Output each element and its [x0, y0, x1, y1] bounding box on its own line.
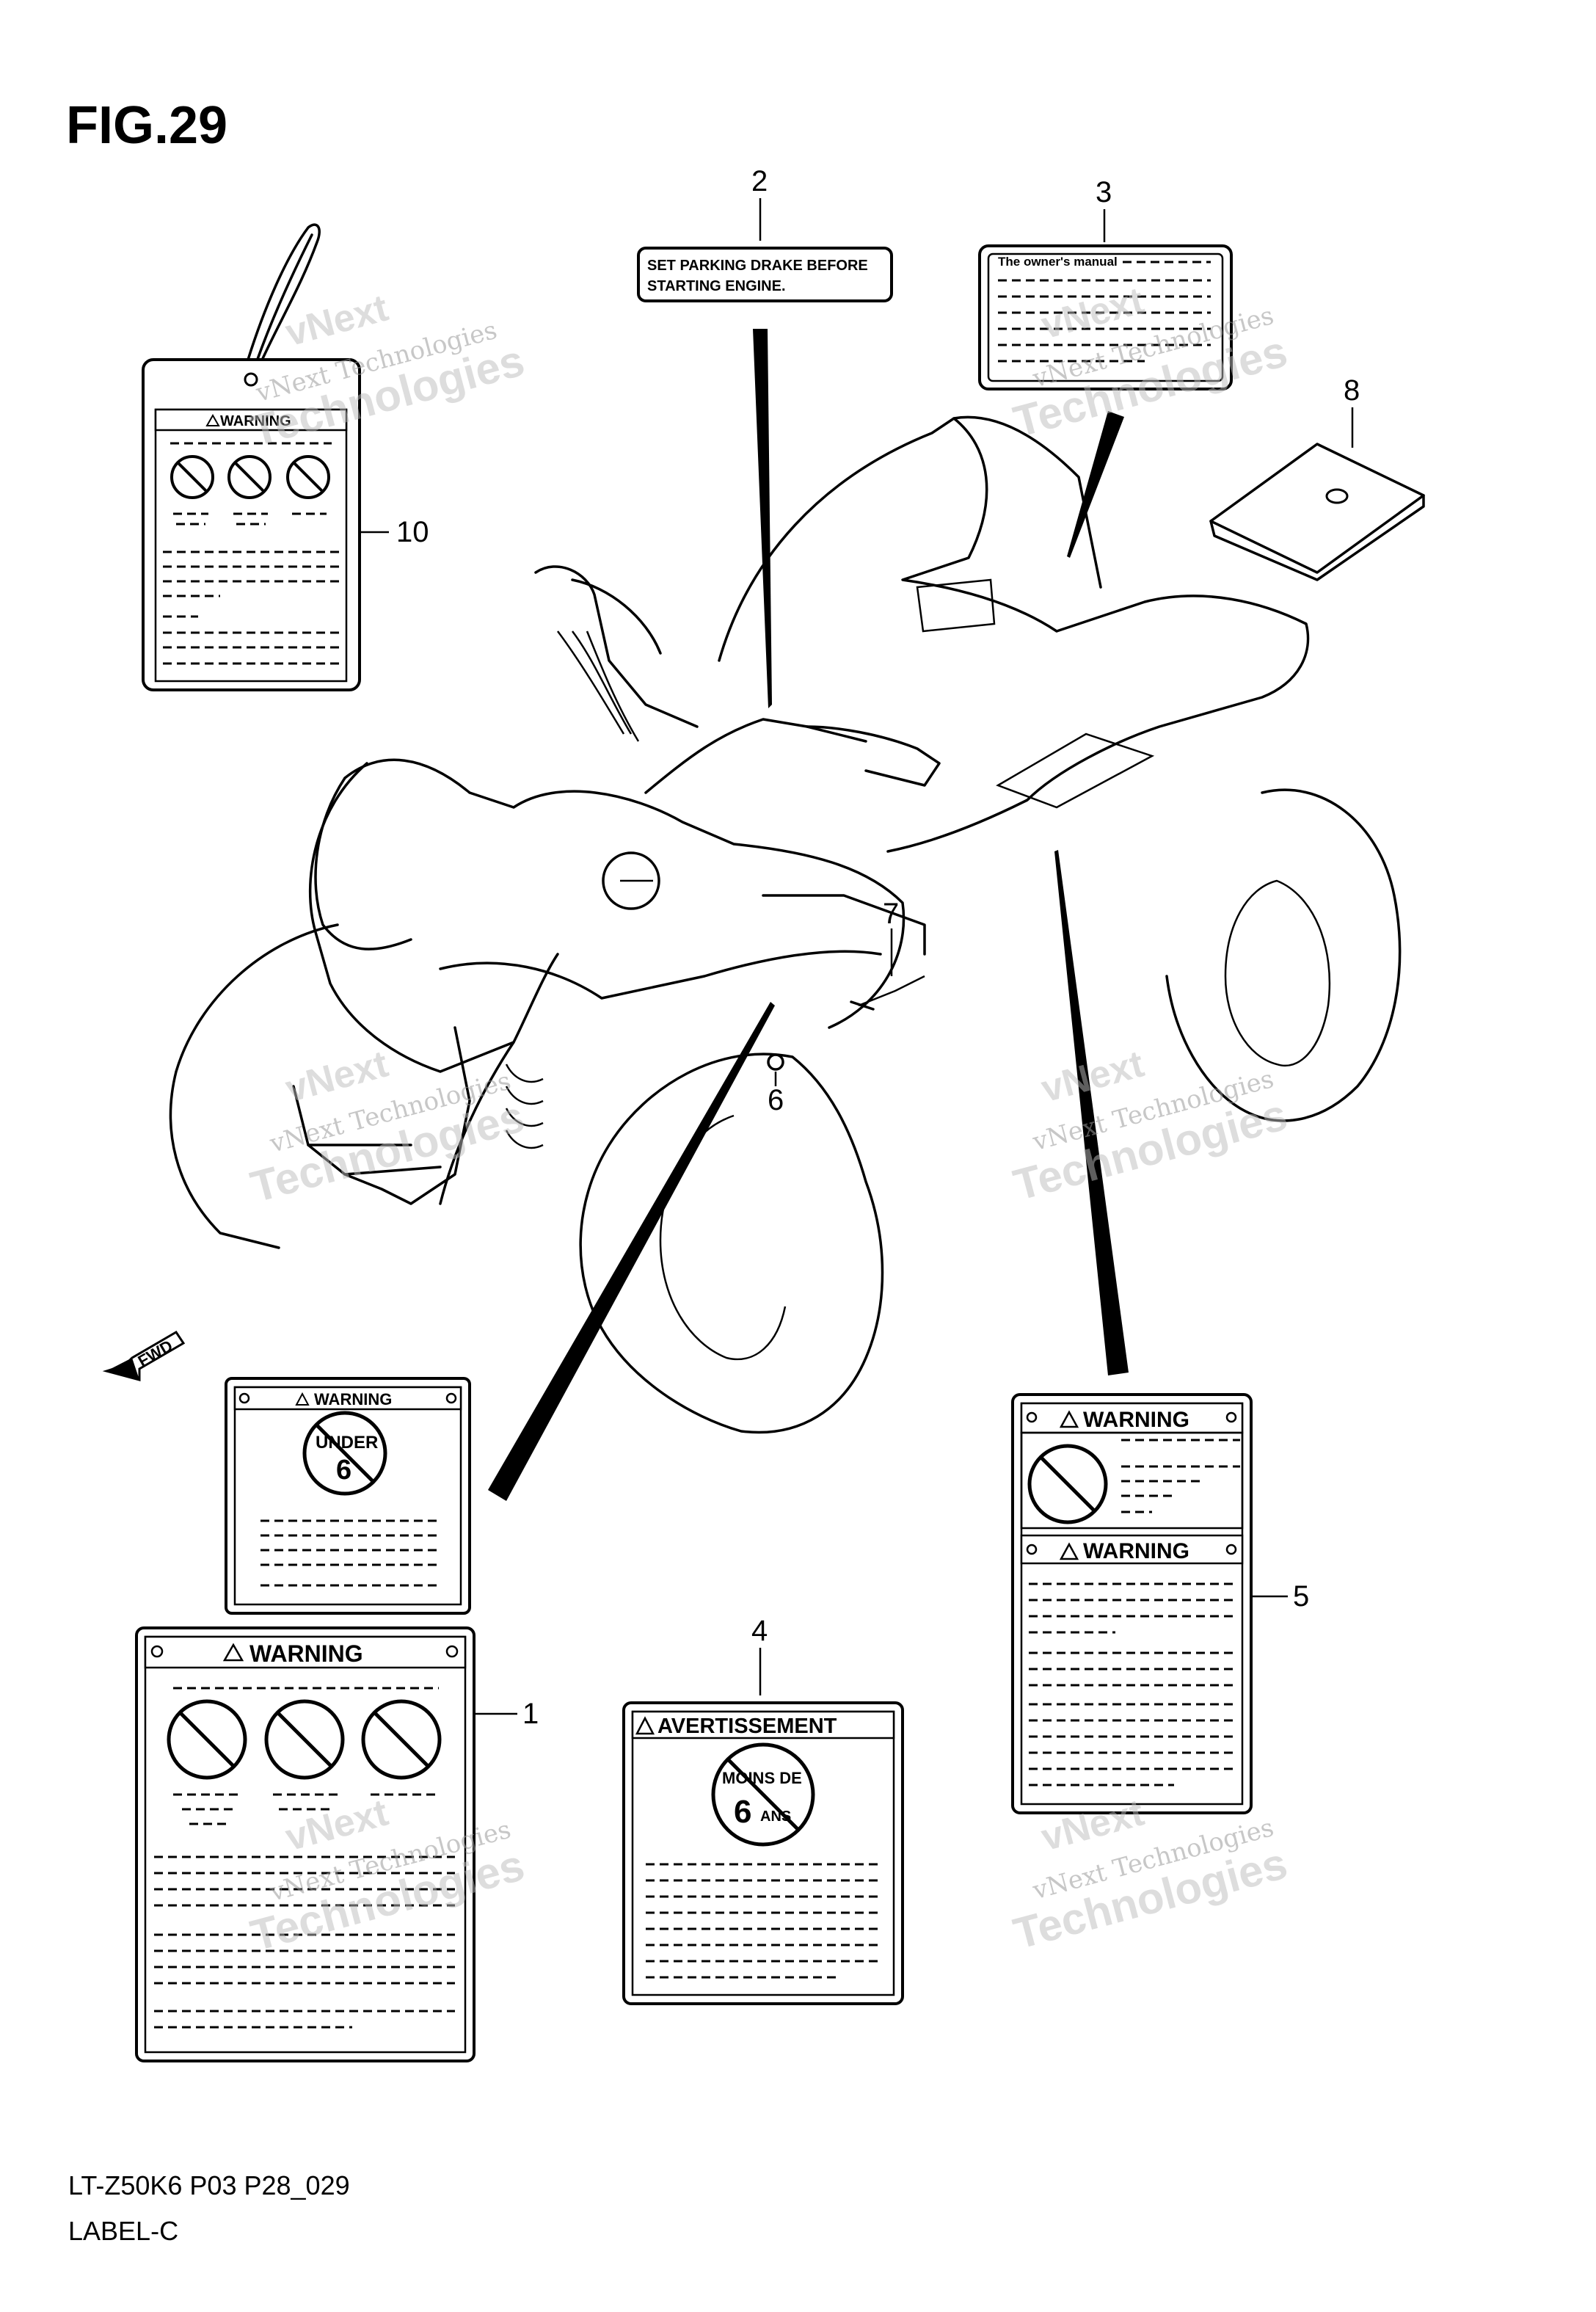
- footer-code: LT-Z50K6 P03 P28_029: [68, 2170, 350, 2200]
- callout-2: 2: [751, 165, 768, 197]
- no-passenger-icon: [264, 1699, 345, 1780]
- label-1-badge-top: UNDER: [316, 1433, 378, 1453]
- label-1-bottom: WARNING: [135, 1626, 475, 2062]
- label-4-badge-unit: ANS: [760, 1808, 791, 1825]
- callout-7: 7: [883, 898, 899, 930]
- callout-10: 10: [396, 516, 429, 548]
- label-4-badge-top: MOINS DE: [722, 1769, 802, 1787]
- under-6-icon: UNDER 6: [302, 1411, 387, 1496]
- label-5-bottom-header: WARNING: [1083, 1539, 1189, 1563]
- callout-5: 5: [1293, 1580, 1309, 1613]
- callout-6: 6: [768, 1084, 784, 1116]
- fwd-arrow: FWD: [102, 1330, 186, 1381]
- callout-4: 4: [751, 1615, 768, 1647]
- pointer-2: [753, 329, 772, 708]
- label-10-hang-tag: WARNING: [142, 223, 361, 691]
- label-2-parking-brake: SET PARKING DRAKE BEFORE STARTING ENGINE…: [637, 247, 893, 302]
- callout-8: 8: [1344, 374, 1360, 407]
- label-2-line2: STARTING ENGINE.: [647, 278, 786, 294]
- label-10-header: WARNING: [220, 413, 291, 429]
- callout-3: 3: [1096, 176, 1112, 208]
- footer-name: LABEL-C: [68, 2216, 178, 2246]
- label-4-header: AVERTISSEMENT: [657, 1715, 837, 1738]
- label-5-top-header: WARNING: [1083, 1408, 1189, 1432]
- no-passenger-icon: [227, 455, 272, 499]
- label-1-badge-num: 6: [336, 1455, 351, 1486]
- label-1-top-header: WARNING: [314, 1390, 392, 1408]
- leader-lines: [358, 198, 1354, 1715]
- label-1-bottom-header: WARNING: [249, 1640, 363, 1667]
- no-riding-icon: [167, 1699, 247, 1780]
- pointer-1: [488, 1002, 775, 1501]
- label-3-owners-manual: The owner's manual: [978, 244, 1233, 390]
- no-riding-icon: [1027, 1444, 1108, 1524]
- moins-de-6-ans-icon: MOINS DE 6 ANS: [711, 1742, 815, 1847]
- no-paved-road-icon: [361, 1699, 442, 1780]
- callout-1: 1: [522, 1698, 539, 1730]
- item-8-pad: [1209, 443, 1425, 581]
- label-3-header: The owner's manual: [998, 255, 1118, 269]
- atv-outline: [169, 415, 1402, 1434]
- label-4-avertissement: AVERTISSEMENT MOINS DE 6 ANS: [622, 1701, 904, 2005]
- figure-title: FIG.29: [66, 96, 227, 155]
- watermark-vnext: vNext: [281, 287, 393, 355]
- no-riding-icon: [170, 455, 214, 499]
- label-1-top: WARNING UNDER 6: [225, 1377, 471, 1615]
- label-2-line1: SET PARKING DRAKE BEFORE: [647, 258, 868, 274]
- no-paved-road-icon: [286, 455, 330, 499]
- label-4-badge-num: 6: [734, 1794, 751, 1830]
- label-5-warning: WARNING WARNING: [1011, 1393, 1253, 1814]
- pointer-5: [1054, 850, 1129, 1375]
- pointer-3: [1067, 411, 1124, 558]
